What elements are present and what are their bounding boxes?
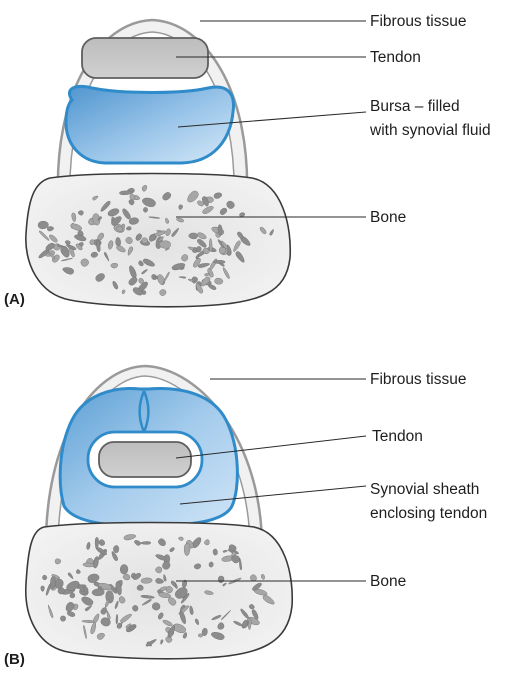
label-fibrous-b: Fibrous tissue [370,371,466,388]
label-bursa-a-line2: with synovial fluid [369,122,491,139]
bone-pore [214,260,226,263]
bone-pore [60,616,66,622]
bone-pore [137,585,144,591]
label-tendon-a: Tendon [370,49,421,66]
label-tendon-b: Tendon [372,428,423,445]
bone-pore [116,614,118,624]
bone-pore [184,543,190,556]
panel-label-a: (A) [4,291,25,308]
label-bursa-a-line1: Bursa – filled [370,98,460,115]
bone-b [26,523,292,659]
panel-b: Fibrous tissue Tendon Synovial sheath en… [4,366,487,668]
tendon-a [82,38,208,78]
bone-pore [141,541,151,544]
bone-pore [113,545,119,553]
label-sheath-b-line1: Synovial sheath [370,481,479,498]
label-sheath-b-line2: enclosing tendon [370,505,487,522]
bone-pore [155,567,161,573]
label-fibrous-a: Fibrous tissue [370,13,466,30]
label-bone-b: Bone [370,573,406,590]
panel-label-b: (B) [4,651,25,668]
bone-pore [143,207,148,212]
tendon-b [99,442,191,477]
bone-pore [41,586,45,592]
panel-a: Fibrous tissue Tendon Bursa – filled wit… [4,13,491,308]
label-bone-a: Bone [370,209,406,226]
bone-a [26,174,290,307]
bone-pore [120,564,128,574]
